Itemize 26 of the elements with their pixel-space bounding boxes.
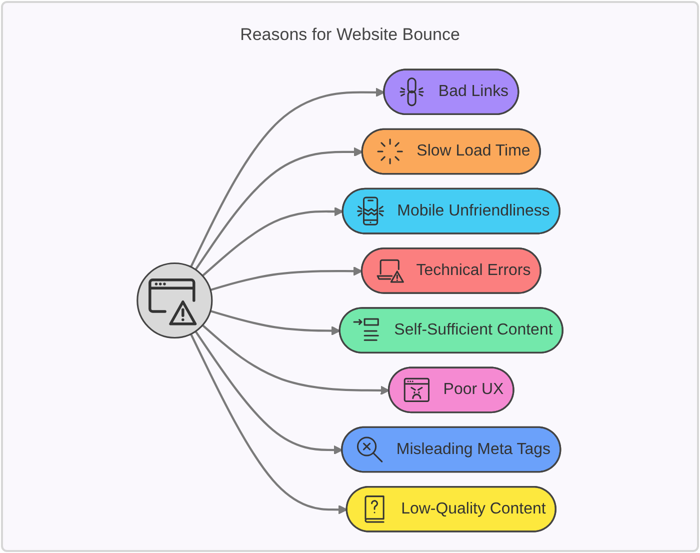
reason-node — [388, 366, 514, 414]
arrow — [194, 147, 364, 270]
node-label: Misleading Meta Tags — [396, 439, 551, 460]
arrow — [190, 334, 348, 514]
arrow — [202, 206, 344, 277]
node-label: Poor UX — [443, 380, 504, 400]
arrow — [210, 266, 363, 291]
node-label: Technical Errors — [416, 260, 531, 282]
reason-node — [361, 128, 541, 175]
node-label: Low-Quality Content — [401, 498, 546, 520]
reason-node — [383, 68, 520, 116]
arrow — [190, 88, 385, 268]
arrow — [194, 330, 343, 455]
reason-node — [341, 426, 562, 473]
node-label: Bad Links — [438, 82, 509, 102]
diagram-title: Reasons for Website Bounce — [240, 25, 460, 44]
arrow — [202, 324, 390, 396]
reason-node — [360, 248, 542, 294]
arrow — [210, 310, 341, 336]
reason-node — [342, 188, 560, 234]
node-label: Slow Load Time — [416, 141, 530, 162]
node-label: Mobile Unfriendliness — [397, 200, 550, 222]
hub-circle — [136, 262, 213, 339]
node-label: Self-Sufficient Content — [394, 320, 553, 341]
reason-node — [338, 307, 564, 354]
reason-node — [346, 486, 556, 532]
